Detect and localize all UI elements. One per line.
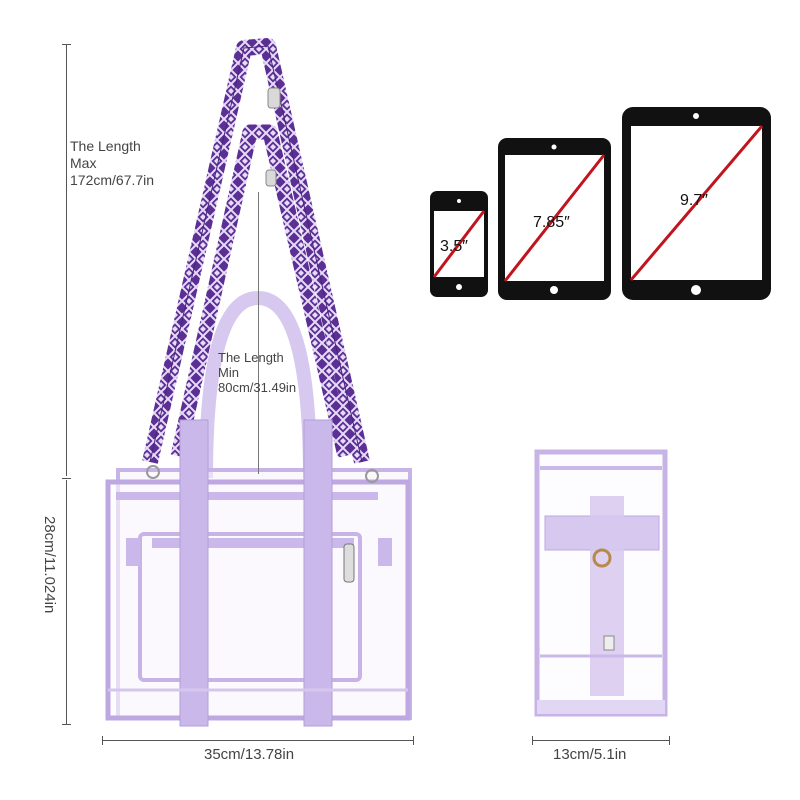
height-top-tick <box>62 478 71 479</box>
min-length-line1: The Length <box>218 350 284 365</box>
phone-size-label: 3.5″ <box>440 238 468 255</box>
width-right-tick <box>413 736 414 745</box>
max-length-line1: The Length <box>70 138 141 154</box>
max-length-line <box>66 44 67 476</box>
min-length-value: 80cm/31.49in <box>218 380 297 395</box>
min-length-label: The Length Min 80cm/31.49in <box>218 350 296 395</box>
max-length-value: 172cm/67.7in <box>70 172 155 188</box>
width-label: 35cm/13.78in <box>204 746 295 763</box>
depth-label: 13cm/5.1in <box>553 746 627 763</box>
strap-buckle <box>265 169 277 187</box>
long-strap <box>142 38 370 464</box>
height-bottom-tick <box>62 724 71 725</box>
width-line <box>102 740 414 741</box>
min-length-line2: Min <box>218 365 239 380</box>
front-bag <box>105 290 412 727</box>
depth-line <box>532 740 670 741</box>
tablet-small-size-label: 7.85″ <box>533 214 570 231</box>
height-label: 28cm/11.024in <box>41 516 58 614</box>
max-length-label: The Length Max 172cm/67.7in <box>70 138 154 189</box>
tablet-small-icon <box>498 138 611 300</box>
height-line <box>66 480 67 724</box>
max-length-line2: Max <box>70 155 97 171</box>
depth-right-tick <box>669 736 670 745</box>
depth-left-tick <box>532 736 533 745</box>
tablet-large-icon <box>622 107 771 300</box>
min-length-line <box>258 192 259 474</box>
short-strap <box>170 124 353 458</box>
width-left-tick <box>102 736 103 745</box>
side-bag <box>534 449 668 717</box>
max-length-top-tick <box>62 44 71 45</box>
phone-icon <box>430 191 488 297</box>
tablet-large-size-label: 9.7″ <box>680 192 708 209</box>
strap-buckle <box>267 87 281 109</box>
